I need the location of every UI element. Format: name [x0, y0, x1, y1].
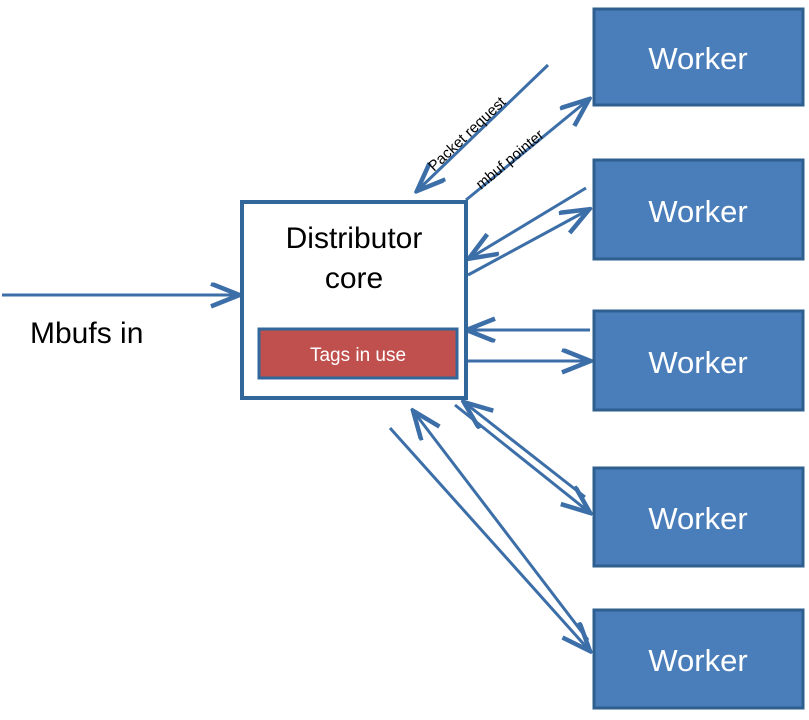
worker-box-2[interactable]: Worker	[592, 158, 805, 261]
worker-2-rect	[592, 158, 805, 261]
worker-3-rect	[592, 309, 805, 412]
mbufs-in-arrow-group: Mbufs in	[2, 295, 238, 350]
tags-in-use-rect[interactable]	[257, 327, 459, 380]
mbuf-arrow-worker-5	[388, 426, 589, 650]
request-arrow-worker-5	[414, 412, 590, 641]
worker-1-rect	[592, 7, 805, 107]
worker-box-3[interactable]: Worker	[592, 309, 805, 412]
worker-3-label: Worker	[648, 345, 747, 380]
worker-1-edges: Packet request mbuf pointer	[418, 63, 588, 202]
worker-3-edges	[468, 330, 590, 361]
worker-box-5[interactable]: Worker	[592, 608, 805, 710]
worker-box-4[interactable]: Worker	[592, 466, 805, 568]
worker-5-label: Worker	[648, 643, 747, 678]
worker-5-rect	[592, 608, 805, 710]
distributor-label-line2: core	[325, 262, 383, 295]
tags-in-use-label: Tags in use	[310, 345, 406, 366]
request-arrow-worker-4	[465, 403, 586, 499]
distributor-core-box[interactable]: Distributor core Tags in use	[240, 200, 468, 400]
worker-4-rect	[592, 466, 805, 568]
mbuf-pointer-label: mbuf pointer	[473, 126, 548, 193]
worker-box-1[interactable]: Worker	[592, 7, 805, 107]
mbuf-arrow-worker-4	[454, 403, 589, 512]
worker-2-label: Worker	[648, 194, 747, 229]
mbuf-arrow-worker-2	[467, 210, 588, 277]
distributor-label-line1: Distributor	[286, 222, 423, 255]
mbuf-pointer-arrow-worker-1	[465, 100, 588, 202]
worker-2-edges	[467, 186, 588, 277]
mbufs-in-label: Mbufs in	[30, 317, 143, 350]
worker-4-label: Worker	[648, 501, 747, 536]
worker-1-label: Worker	[648, 41, 747, 76]
request-arrow-worker-2	[470, 186, 587, 258]
packet-request-arrow-worker-1	[418, 63, 550, 190]
worker-4-edges	[454, 403, 589, 512]
worker-5-edges	[388, 412, 590, 650]
